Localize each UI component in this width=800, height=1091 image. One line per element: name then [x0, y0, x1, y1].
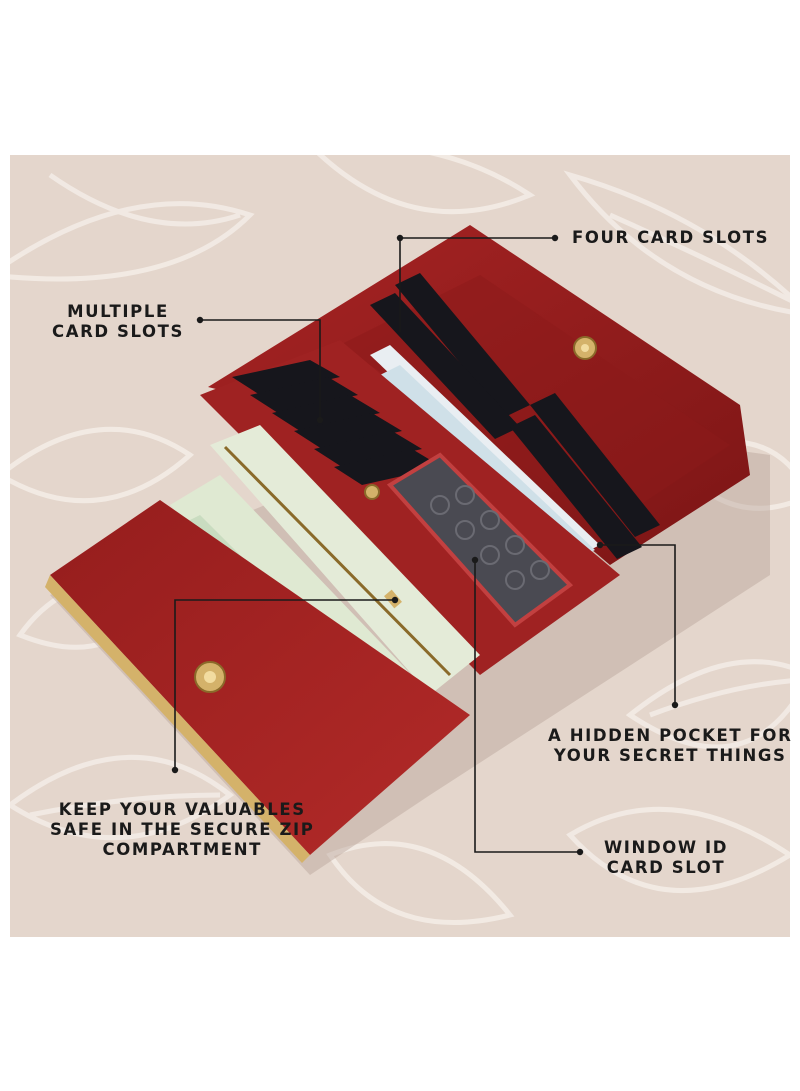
- callout-hidden-pocket: A HIDDEN POCKET FOR YOUR SECRET THINGS: [548, 726, 792, 766]
- leader-multiple-card-slots: [200, 319, 321, 420]
- callout-line: SAFE IN THE SECURE ZIP: [50, 820, 315, 839]
- callout-line: YOUR SECRET THINGS: [553, 746, 787, 765]
- leader-four-card-slots: [399, 237, 555, 332]
- callout-line: CARD SLOTS: [52, 322, 184, 341]
- callout-line: COMPARTMENT: [102, 840, 262, 859]
- middle-snap-button: [364, 484, 380, 500]
- callout-four-card-slots: FOUR CARD SLOTS: [572, 228, 769, 248]
- leader-hidden-pocket: [600, 544, 676, 705]
- callout-line: KEEP YOUR VALUABLES: [58, 800, 306, 819]
- leaf-pattern: [10, 155, 790, 925]
- callout-line: MULTIPLE: [67, 302, 169, 321]
- callout-line: A HIDDEN POCKET FOR: [548, 726, 793, 745]
- callout-window-id: WINDOW ID CARD SLOT: [604, 838, 728, 878]
- callout-line: FOUR CARD SLOTS: [572, 228, 770, 247]
- callout-zip-compartment: KEEP YOUR VALUABLES SAFE IN THE SECURE Z…: [50, 800, 315, 860]
- zip-compartment: [210, 425, 480, 695]
- zipper-track: [223, 445, 452, 677]
- four-card-slots: [370, 273, 660, 559]
- callout-line: CARD SLOT: [606, 858, 726, 877]
- multiple-card-slots: [232, 360, 442, 485]
- wallet-front-flap: [50, 500, 470, 855]
- leader-zip-compartment: [174, 599, 395, 770]
- callout-multiple-card-slots: MULTIPLE CARD SLOTS: [52, 302, 184, 342]
- leader-window-id: [474, 560, 580, 853]
- callout-line: WINDOW ID: [604, 838, 729, 857]
